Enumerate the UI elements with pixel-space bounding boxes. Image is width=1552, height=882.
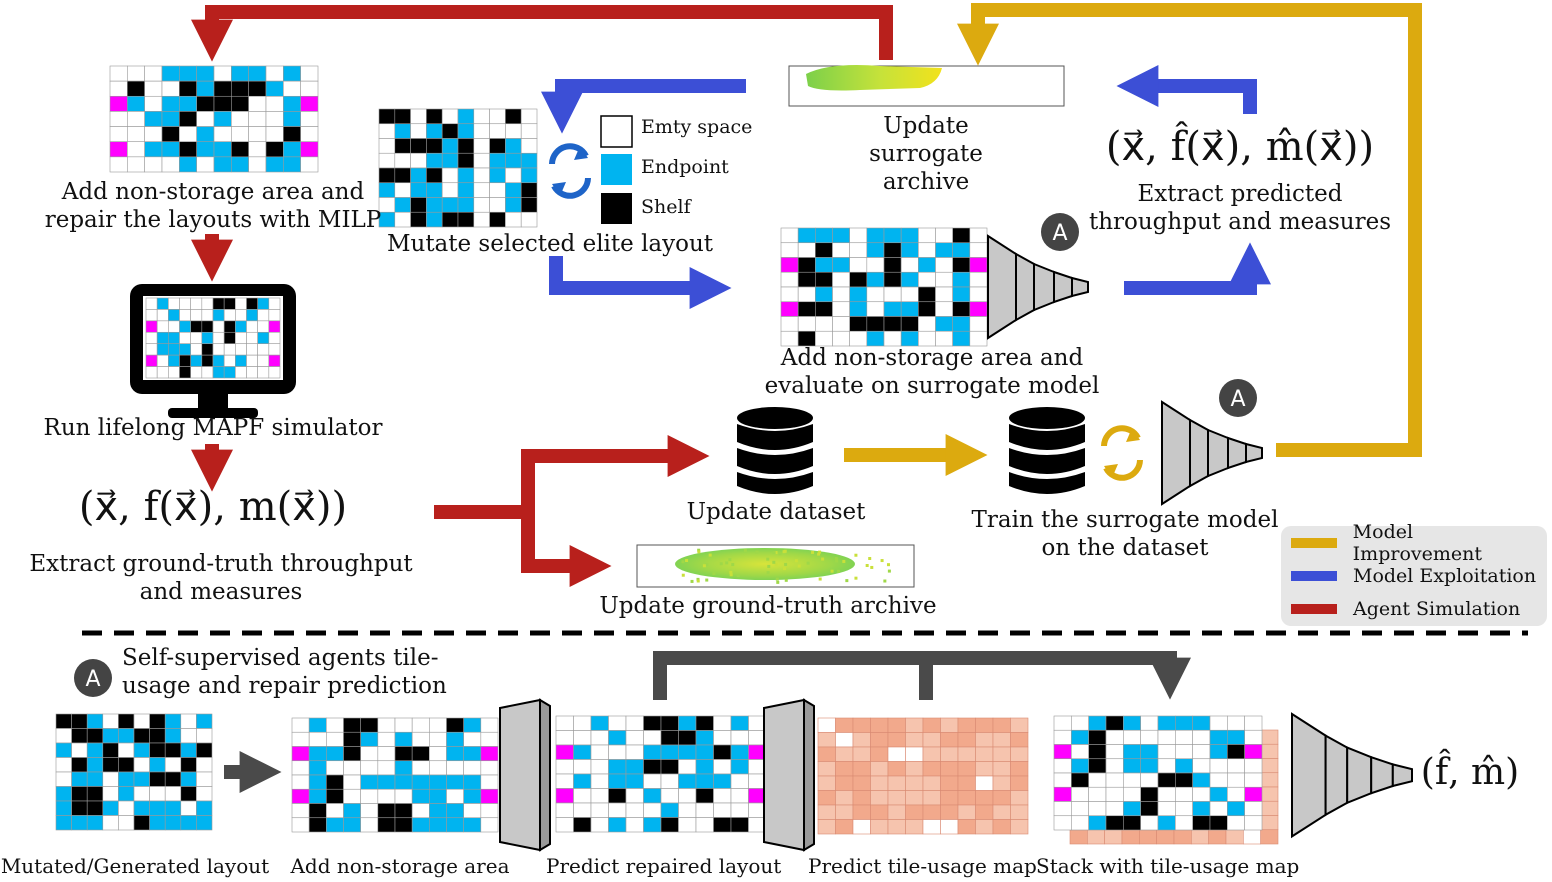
badge-train: A [1219, 379, 1257, 417]
repair-predictor-model [499, 698, 551, 852]
gray-arrow-repaired-to-stack [653, 651, 1191, 700]
legend-shelf: Shelf [641, 196, 691, 218]
agent-simulation-arrows [191, 5, 893, 587]
model-improvement-arrows [844, 3, 1422, 476]
legend-agent-simulation: Agent Simulation [1291, 594, 1520, 624]
blue-arrow-eval-to-extract [1124, 242, 1271, 295]
grid-nonstorage-layout [291, 717, 499, 833]
gold-arrow-model-to-archive [957, 3, 1422, 457]
run-simulator-label: Run lifelong MAPF simulator [43, 415, 383, 441]
final-surrogate-model [1291, 712, 1413, 839]
svg-text:A: A [1052, 221, 1067, 246]
step-predict-repaired: Predict repaired layout [546, 854, 782, 878]
update-dataset-label: Update dataset [686, 499, 866, 525]
step-add-non-storage: Add non-storage area [290, 854, 510, 878]
model-exploitation-arrows [541, 65, 1271, 309]
blue-arrow-extract-to-archive [1116, 65, 1257, 114]
tile-usage-predictor-model [763, 698, 815, 852]
svg-text:A: A [1230, 387, 1245, 412]
train-surrogate-model [1161, 400, 1263, 506]
bottom-pipeline-arrows [224, 651, 1191, 793]
blue-arrow-archive-to-mutate [541, 79, 746, 134]
grid-tile-usage-map [817, 717, 1029, 835]
step-stack-tile-usage: Stack with tile-usage map [1036, 854, 1300, 878]
legend-model-improvement: Model Improvement [1291, 521, 1547, 565]
step-mutated-generated: Mutated/Generated layout [0, 854, 270, 878]
eval-surrogate-model [987, 234, 1089, 340]
grid-elite-layout [378, 108, 538, 228]
svg-text:A: A [85, 667, 100, 692]
red-arrow-to-gt-archive [521, 512, 612, 587]
train-cycle-icon [1101, 425, 1143, 481]
loop-legend: Model Improvement Model Exploitation Age… [1281, 521, 1547, 626]
surrogate-archive [788, 65, 1065, 107]
mutate-label: Mutate selected elite layout [386, 231, 714, 257]
blue-arrow-mutate-to-eval [549, 256, 732, 309]
self-supervised-label: Self-supervised agents tile-usage and re… [122, 645, 447, 700]
red-arrow-to-dataset [434, 435, 710, 519]
legend-empty-space: Emty space [641, 116, 753, 138]
train-database-icon [1009, 407, 1085, 494]
dataset-database-icon [737, 407, 813, 494]
badge-eval: A [1041, 213, 1079, 251]
grid-stack-front [1053, 715, 1263, 831]
ground-truth-archive [636, 544, 915, 588]
final-formula: (f̂, m̂) [1420, 752, 1520, 793]
grid-generated-layout [55, 713, 213, 831]
update-ground-truth-archive-label: Update ground-truth archive [599, 593, 937, 619]
grid-repaired-layout [555, 715, 767, 833]
step-predict-tile-usage: Predict tile-usage map [808, 854, 1037, 878]
grid-repair-output [109, 65, 319, 173]
ground-truth-formula: (x⃗, f(x⃗), m(x⃗)) [78, 484, 348, 530]
surrogate-models [499, 234, 1413, 852]
red-arrow-archive-to-repair [191, 5, 893, 62]
legend-endpoint: Endpoint [641, 156, 729, 178]
tile-legend-swatches [600, 115, 633, 224]
grid-eval-layout [780, 227, 988, 347]
badge-self-supervised: A [74, 659, 112, 697]
grid-monitor-screen [145, 297, 281, 379]
legend-model-exploitation: Model Exploitation [1291, 561, 1536, 591]
mutate-cycle-icon [549, 143, 591, 199]
layout-grids [55, 65, 1279, 845]
predicted-formula: (x⃗, f̂(x⃗), m̂(x⃗)) [1105, 124, 1375, 170]
